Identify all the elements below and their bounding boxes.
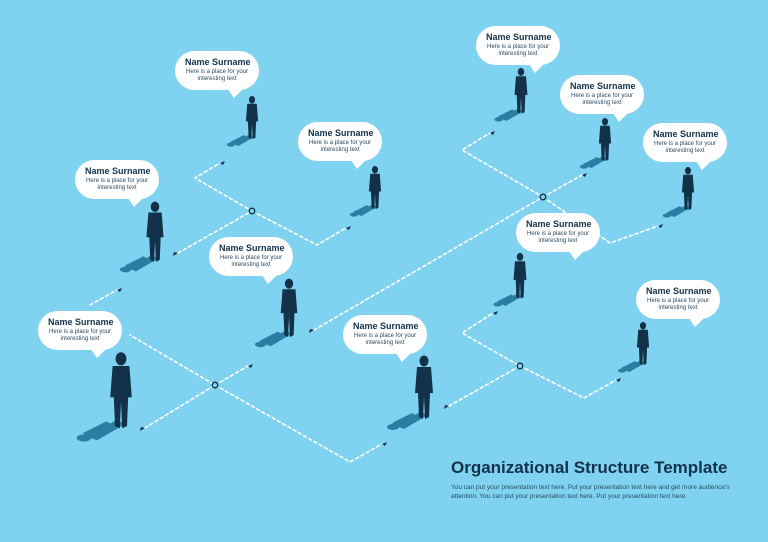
arrow-tip (444, 405, 449, 409)
arrow-tip (490, 131, 495, 135)
arrow-tip (493, 311, 498, 315)
person-description: Here is a place for your interesting tex… (308, 140, 372, 153)
person-card: Name Surname Here is a place for your in… (298, 122, 382, 169)
person-name: Name Surname (185, 57, 251, 67)
person-card: Name Surname Here is a place for your in… (209, 237, 293, 284)
person-figure (254, 278, 298, 348)
person-figure (617, 321, 650, 373)
person-description: Here is a place for your interesting tex… (646, 298, 710, 311)
person-card: Name Surname Here is a place for your in… (643, 123, 727, 170)
person-description: Here is a place for your interesting tex… (653, 141, 717, 154)
person-card: Name Surname Here is a place for your in… (560, 75, 644, 122)
person-description: Here is a place for your interesting tex… (85, 178, 149, 191)
connector-line (313, 132, 545, 331)
arrow-tip (658, 224, 663, 228)
page-title: Organizational Structure Template (451, 458, 728, 477)
connector-line (542, 196, 659, 244)
person-name: Name Surname (85, 166, 151, 176)
person-name: Name Surname (308, 128, 374, 138)
person-card: Name Surname Here is a place for your in… (516, 213, 600, 260)
junction-node (516, 362, 524, 370)
connector-line (448, 312, 522, 407)
connector-line (214, 384, 383, 463)
person-card: Name Surname Here is a place for your in… (343, 315, 427, 362)
person-figure (387, 355, 433, 430)
person-card: Name Surname Here is a place for your in… (175, 51, 259, 98)
person-name: Name Surname (219, 243, 285, 253)
arrow-tip (309, 329, 314, 333)
person-figure (494, 67, 528, 122)
arrow-tip (616, 378, 621, 382)
arrow-tip (117, 288, 122, 292)
person-figure (579, 117, 612, 169)
person-name: Name Surname (646, 286, 712, 296)
person-figure (76, 352, 132, 442)
person-description: Here is a place for your interesting tex… (353, 333, 417, 346)
person-description: Here is a place for your interesting tex… (219, 255, 283, 268)
arrow-tip (248, 364, 253, 368)
person-name: Name Surname (486, 32, 552, 42)
person-figure (493, 252, 527, 307)
person-name: Name Surname (653, 129, 719, 139)
arrow-tip (382, 442, 387, 446)
person-card: Name Surname Here is a place for your in… (75, 160, 159, 207)
arrow-tip (582, 173, 587, 177)
connector-line (251, 210, 347, 246)
person-description: Here is a place for your interesting tex… (48, 329, 112, 342)
junction-node (539, 193, 547, 201)
person-card: Name Surname Here is a place for your in… (636, 280, 720, 327)
person-name: Name Surname (48, 317, 114, 327)
arrow-tip (173, 252, 178, 256)
page-description: You can put your presentation text here.… (451, 484, 730, 500)
junction-node (248, 207, 256, 215)
person-name: Name Surname (570, 81, 636, 91)
person-description: Here is a place for your interesting tex… (570, 93, 634, 106)
arrow-tip (220, 161, 225, 165)
person-figure (226, 95, 259, 147)
junction-node (211, 381, 219, 389)
connector-line (214, 365, 249, 386)
person-figure (119, 201, 164, 273)
person-description: Here is a place for your interesting tex… (185, 69, 249, 82)
arrow-tip (140, 427, 145, 431)
connector-line (177, 162, 254, 254)
connector-line (542, 174, 583, 198)
connector-line (519, 365, 617, 399)
person-card: Name Surname Here is a place for your in… (38, 311, 122, 358)
connector-line (129, 334, 217, 429)
person-description: Here is a place for your interesting tex… (526, 231, 590, 244)
person-name: Name Surname (353, 321, 419, 331)
person-card: Name Surname Here is a place for your in… (476, 26, 560, 73)
arrow-tip (346, 226, 351, 230)
person-description: Here is a place for your interesting tex… (486, 44, 550, 57)
person-figure (349, 165, 382, 217)
person-name: Name Surname (526, 219, 592, 229)
connector-line (89, 289, 118, 306)
person-figure (662, 166, 695, 218)
